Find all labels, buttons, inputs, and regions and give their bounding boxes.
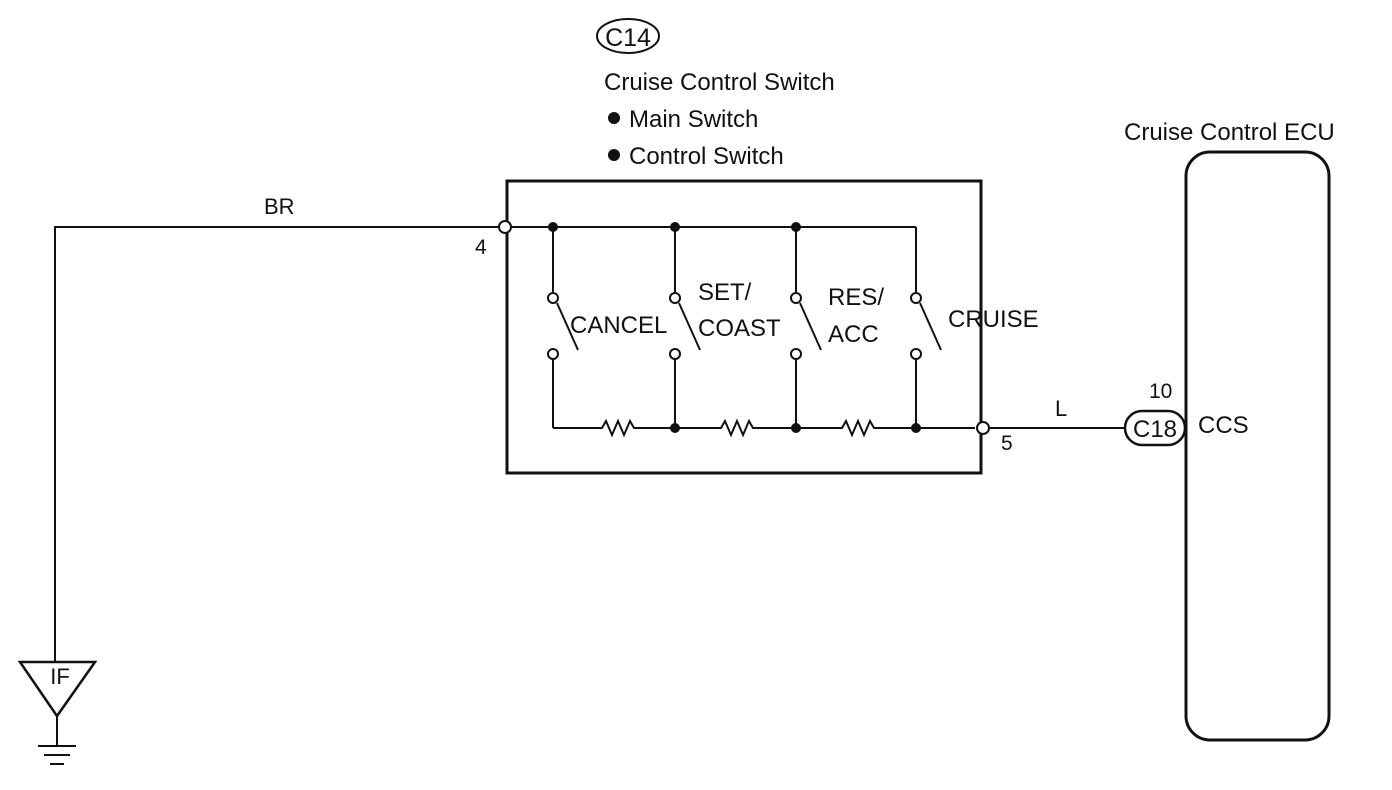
switch-cancel: CANCEL bbox=[547, 222, 667, 428]
bullet-control-switch: Control Switch bbox=[629, 143, 784, 170]
pin-5-terminal bbox=[976, 421, 990, 435]
connector-c14-label: C14 bbox=[605, 24, 651, 52]
switch-blade bbox=[919, 302, 942, 351]
switch-header: C14 Cruise Control Switch Main Switch Co… bbox=[596, 18, 835, 170]
switch-blade bbox=[556, 302, 579, 351]
switch-label-cancel: CANCEL bbox=[570, 312, 667, 339]
contact-terminal bbox=[910, 348, 922, 360]
l-wire-label: L bbox=[1055, 396, 1067, 421]
contact-terminal bbox=[547, 348, 559, 360]
switch-title: Cruise Control Switch bbox=[604, 69, 835, 96]
ecu-terminal-ccs: CCS bbox=[1198, 412, 1249, 439]
ground-triangle bbox=[17, 660, 98, 719]
switch-label-acc: ACC bbox=[828, 321, 879, 348]
pin-4-terminal bbox=[498, 220, 512, 234]
switch-label-res: RES/ bbox=[828, 284, 884, 311]
resistor-3 bbox=[836, 418, 878, 438]
bullet-main-switch: Main Switch bbox=[629, 106, 758, 133]
junction-dot bbox=[791, 222, 801, 232]
ground-point-if: IF bbox=[17, 660, 98, 765]
bullet-dot bbox=[608, 112, 620, 124]
pin-4-label: 4 bbox=[475, 236, 487, 259]
connector-c18-oval bbox=[1123, 409, 1187, 447]
ecu-box bbox=[1184, 150, 1331, 742]
switch-label-cruise: CRUISE bbox=[948, 306, 1039, 333]
junction-dot bbox=[791, 423, 801, 433]
switch-label-set: SET/ bbox=[698, 279, 752, 306]
junction-dot bbox=[911, 423, 921, 433]
switch-res-acc: RES/ ACC bbox=[790, 222, 884, 433]
junction-dot bbox=[670, 222, 680, 232]
resistor-1 bbox=[596, 418, 638, 438]
switch-box bbox=[505, 179, 983, 475]
ecu-title: Cruise Control ECU bbox=[1124, 119, 1335, 146]
contact-terminal bbox=[669, 292, 681, 304]
contact-terminal bbox=[547, 292, 559, 304]
switch-blade bbox=[678, 302, 701, 351]
switch-label-coast: COAST bbox=[698, 315, 781, 342]
contact-terminal bbox=[790, 348, 802, 360]
pin-5-label: 5 bbox=[1001, 432, 1013, 455]
connector-c18-label: C18 bbox=[1133, 416, 1177, 443]
connector-c14-oval bbox=[596, 18, 660, 54]
br-wire bbox=[54, 226, 499, 662]
switch-set-coast: SET/ COAST bbox=[669, 222, 781, 433]
bullet-dot bbox=[608, 149, 620, 161]
br-wire-label: BR bbox=[264, 194, 295, 219]
switch-blade bbox=[799, 302, 822, 351]
junction-dot bbox=[670, 423, 680, 433]
switch-cruise: CRUISE bbox=[910, 227, 1039, 433]
ecu-pin-number: 10 bbox=[1149, 380, 1172, 403]
contact-terminal bbox=[790, 292, 802, 304]
contact-terminal bbox=[669, 348, 681, 360]
contact-terminal bbox=[910, 292, 922, 304]
resistor-2 bbox=[715, 418, 757, 438]
ground-label: IF bbox=[50, 664, 70, 689]
junction-dot bbox=[548, 222, 558, 232]
